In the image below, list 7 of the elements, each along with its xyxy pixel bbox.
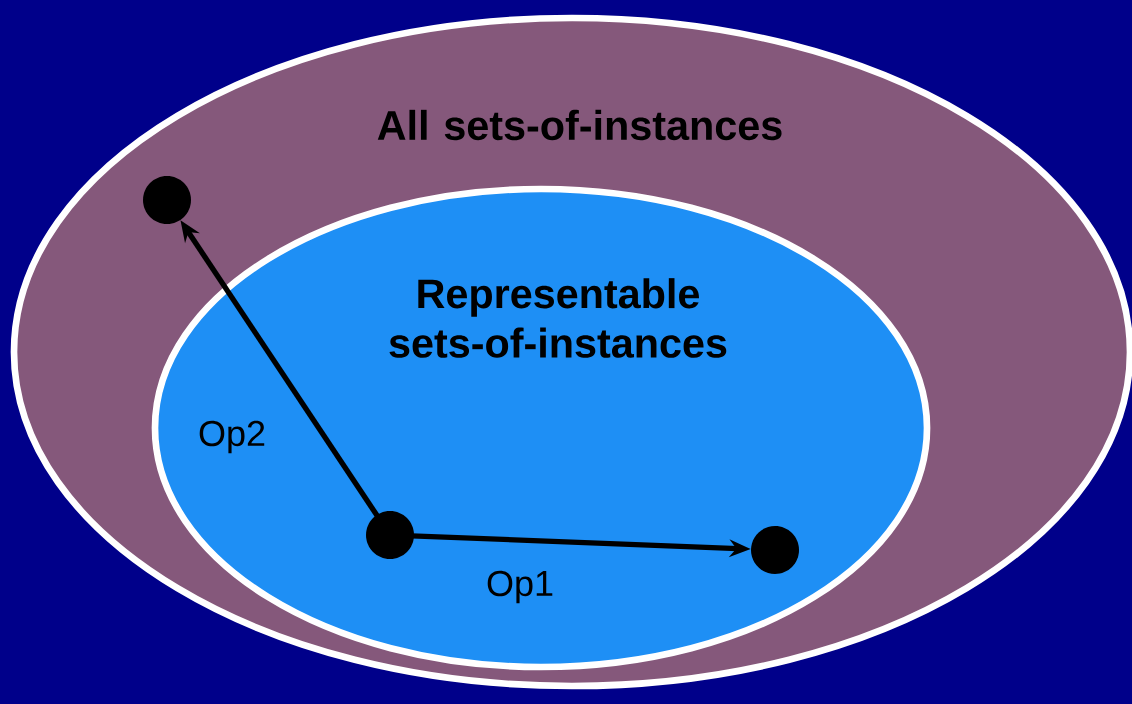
edge-label: Op1 bbox=[487, 570, 553, 604]
dot bbox=[751, 526, 799, 574]
region-label: Representable sets-of-instances bbox=[389, 278, 727, 358]
dot bbox=[366, 511, 414, 559]
region-label: All sets-of-instances bbox=[377, 109, 782, 141]
dot bbox=[143, 176, 191, 224]
edge-label: Op2 bbox=[199, 420, 265, 454]
